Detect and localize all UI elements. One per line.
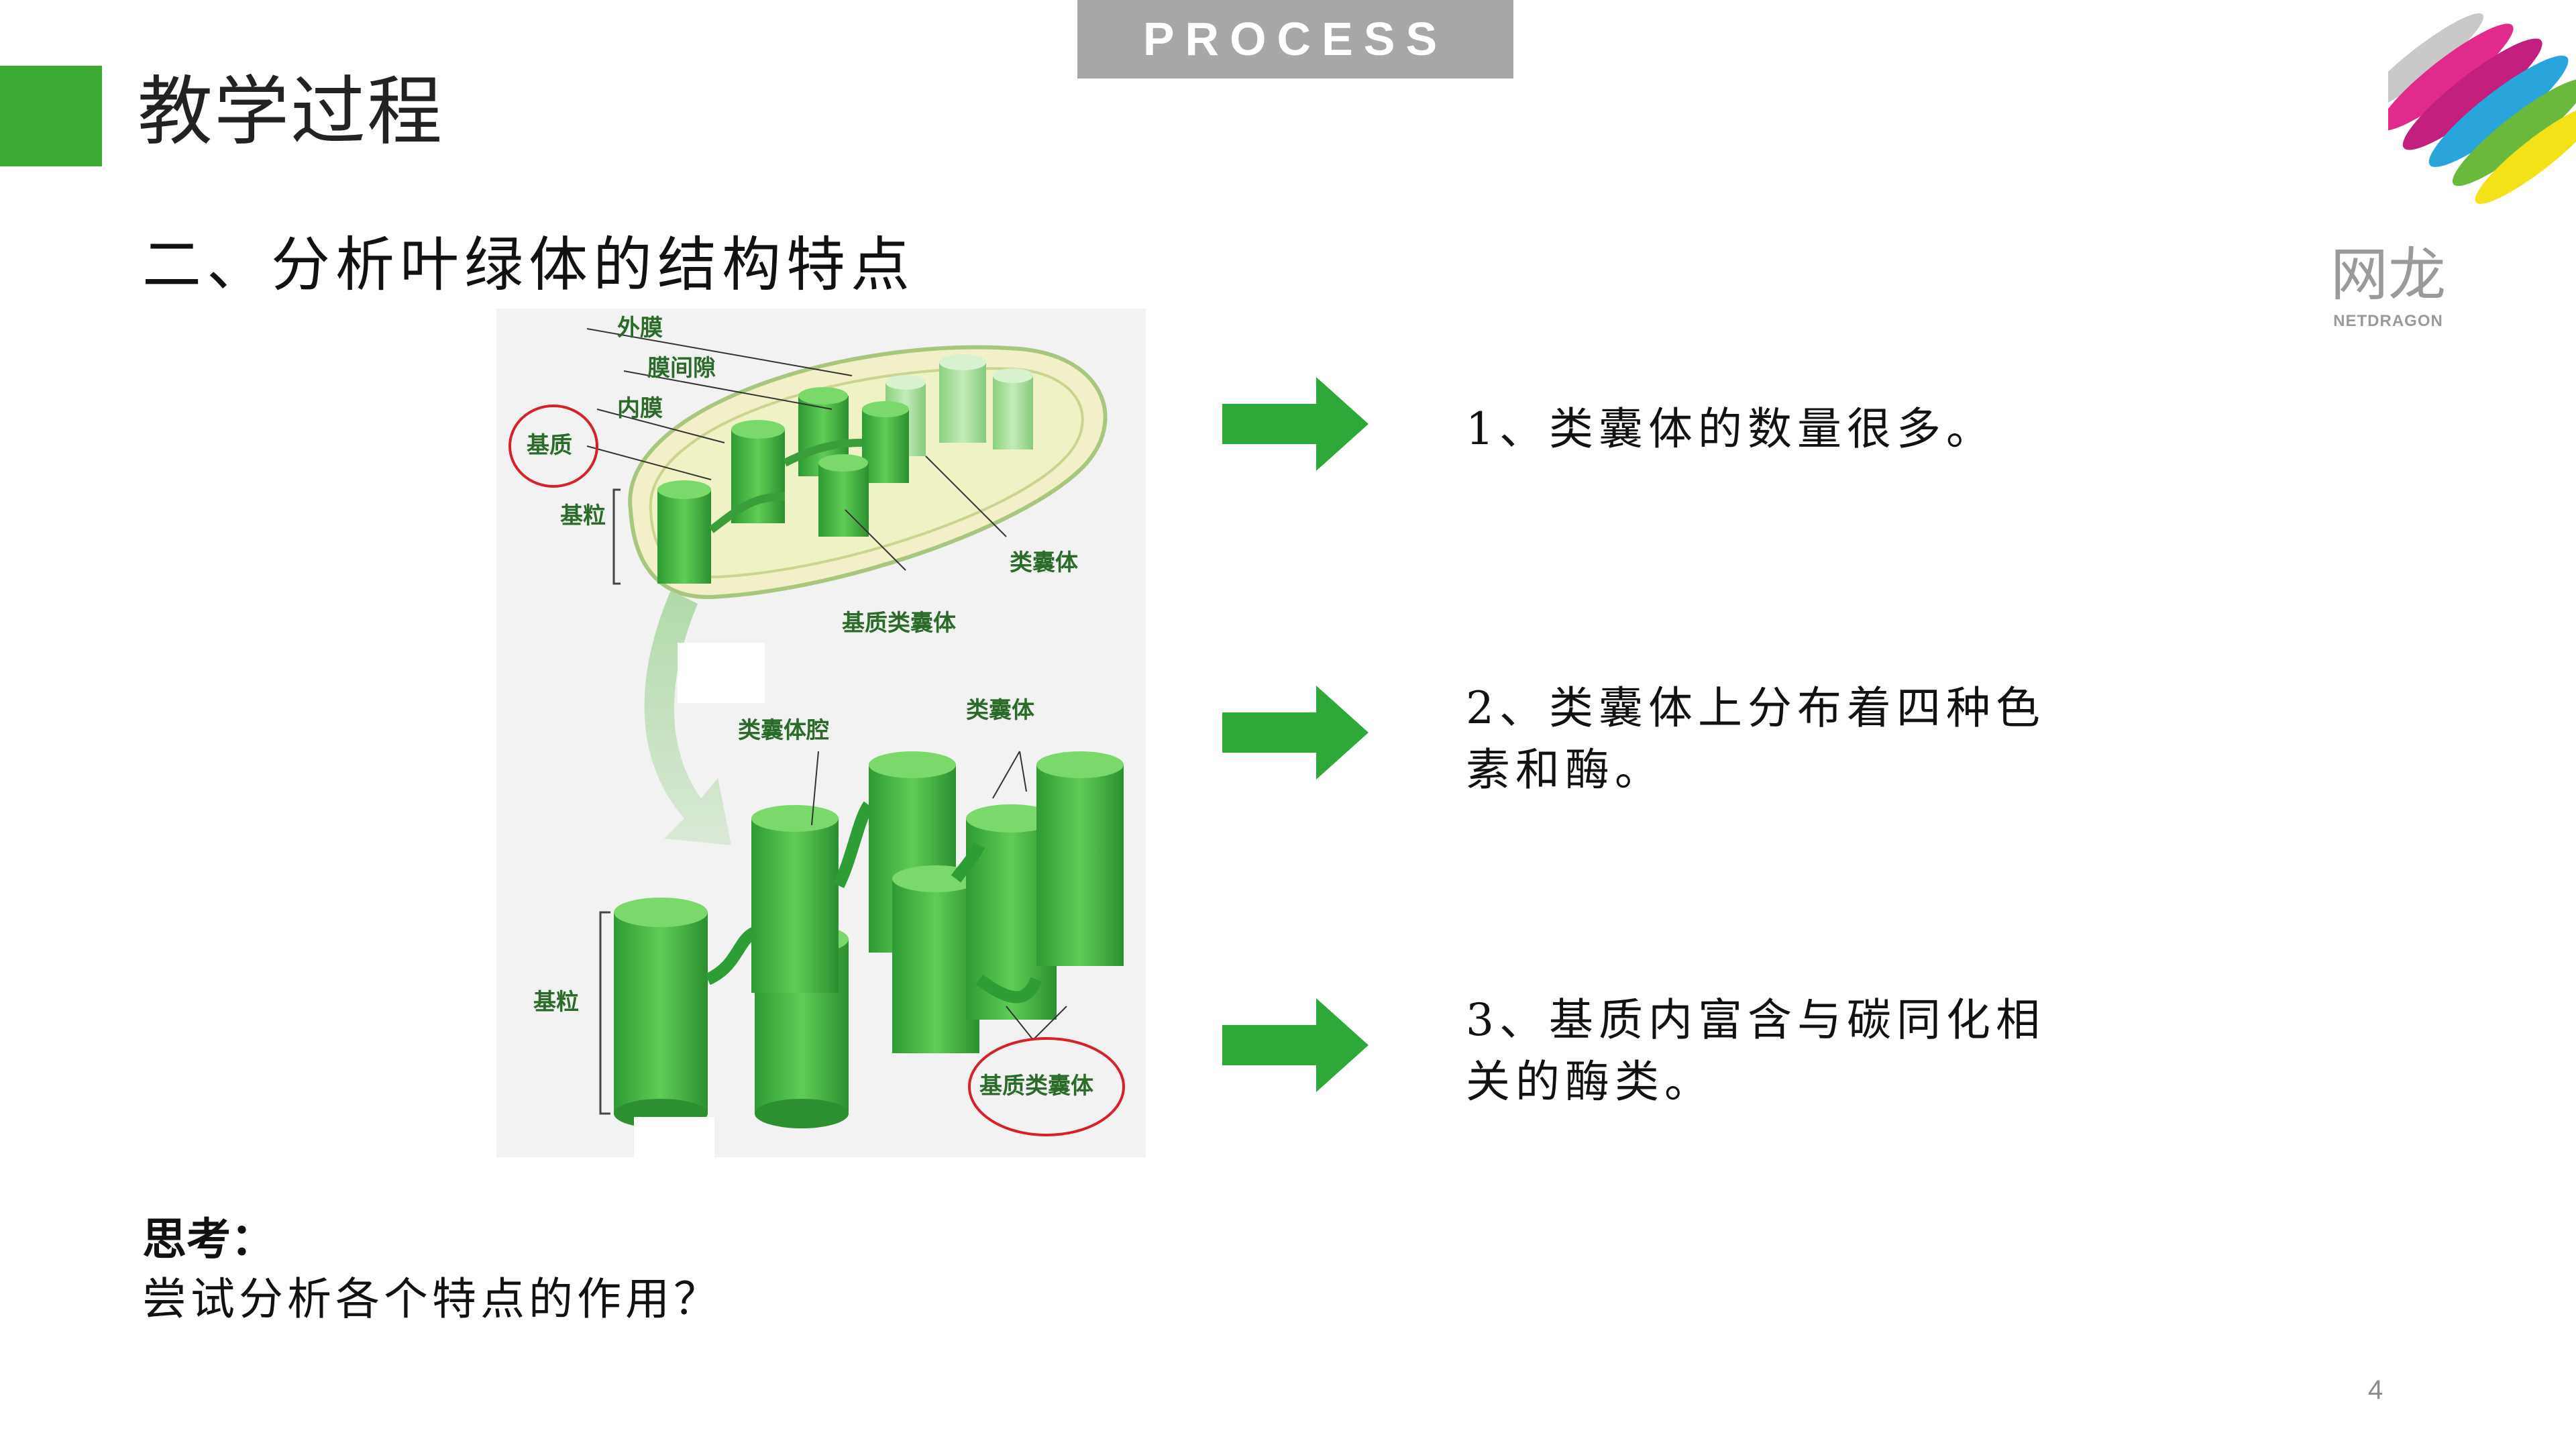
label-thylakoid-bottom: 类囊体 (966, 697, 1034, 724)
label-granum-top: 基粒 (560, 502, 606, 529)
think-question: 尝试分析各个特点的作用？ (142, 1273, 722, 1325)
top-grana-front (657, 387, 909, 584)
slide-title: 教学过程 (138, 68, 443, 156)
label-stroma-thylakoid-top: 基质类囊体 (842, 610, 956, 637)
bottom-grana (614, 751, 1124, 1128)
point-3: 3、基质内富含与碳同化相关的酶类。 (1466, 994, 2045, 1108)
arrow-point-2 (1222, 686, 1368, 780)
netdragon-logo (2388, 13, 2576, 204)
arrow-point-1 (1222, 377, 1368, 471)
label-thylakoid-top: 类囊体 (1010, 549, 1078, 576)
label-intermembrane-space: 膜间隙 (647, 355, 716, 382)
process-tag: PROCESS (1077, 0, 1513, 78)
page-number: 4 (2368, 1375, 2383, 1405)
label-outer-membrane: 外膜 (617, 315, 663, 341)
point-2: 2、类囊体上分布着四种色素和酶。 (1466, 682, 2045, 796)
stroma-thylakoid-highlight-circle (968, 1037, 1125, 1136)
label-stroma: 基质 (527, 432, 572, 459)
arrow-point-3 (1222, 998, 1368, 1092)
brand-name-en: NETDRAGON (2333, 312, 2443, 330)
section-heading: 二、分析叶绿体的结构特点 (142, 230, 916, 299)
zoom-arrow (644, 590, 731, 845)
title-accent-block (0, 66, 102, 166)
think-label: 思考： (142, 1213, 275, 1265)
brand-name-cn: 网龙 (2330, 241, 2446, 309)
label-thylakoid-lumen: 类囊体腔 (738, 717, 829, 744)
label-stroma-thylakoid-bottom: 基质类囊体 (979, 1073, 1093, 1099)
chloroplast-diagram: 外膜 膜间隙 内膜 基质 基粒 类囊体 基质类囊体 类囊体腔 类囊体 基粒 基质… (496, 309, 1146, 1157)
label-inner-membrane: 内膜 (617, 395, 663, 422)
label-granum-bottom: 基粒 (533, 989, 579, 1016)
stroma-highlight-circle (508, 405, 598, 488)
point-1: 1、类囊体的数量很多。 (1466, 403, 1996, 455)
